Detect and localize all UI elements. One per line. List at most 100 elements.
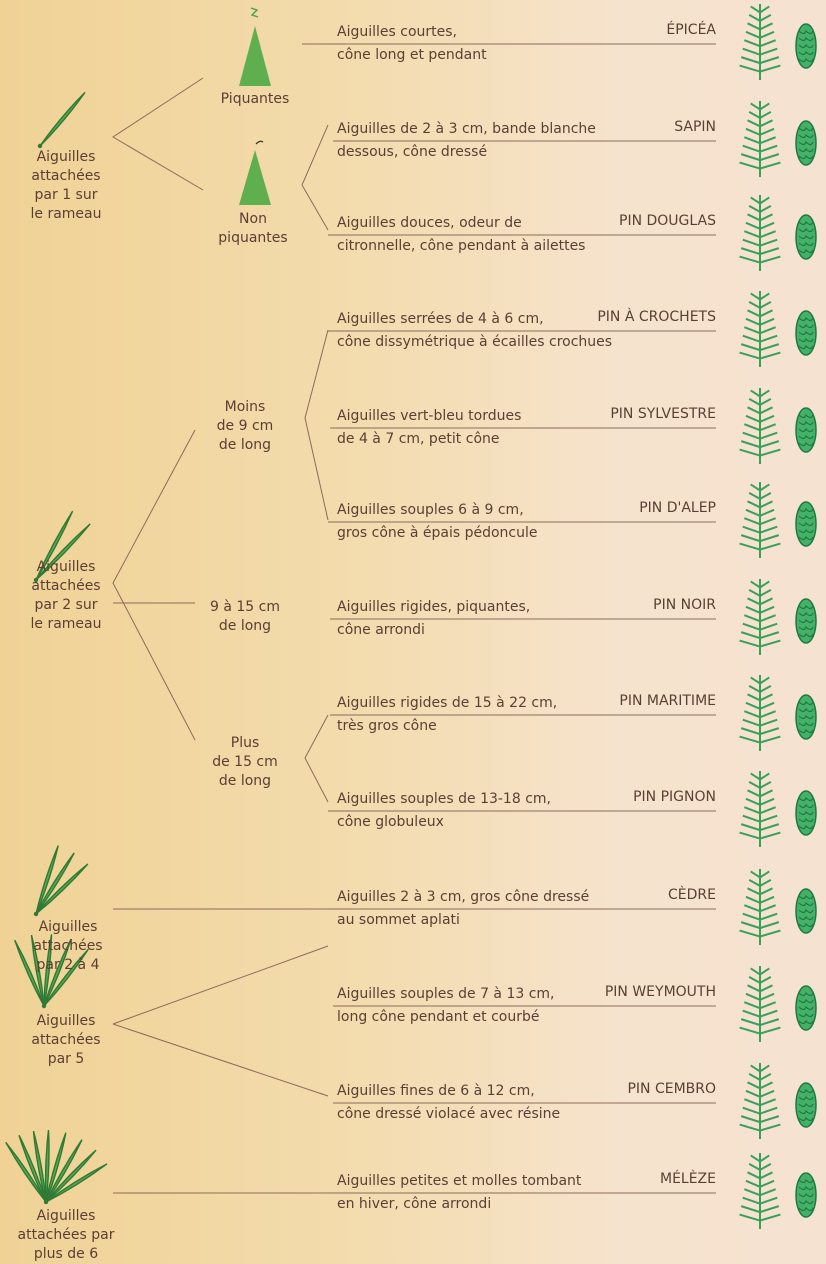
branch-twig — [742, 1009, 761, 1018]
branch-twig — [759, 1001, 777, 1010]
cone-scale — [798, 810, 814, 816]
branch-twig — [759, 976, 772, 984]
branch-twig — [759, 1089, 775, 1098]
branch-twig — [750, 5, 761, 14]
needle-blade — [39, 91, 86, 147]
needle-base — [43, 1199, 49, 1205]
branch-twig — [748, 879, 761, 887]
spike-icon — [250, 7, 259, 18]
species-name: CÈDRE — [668, 887, 716, 903]
branch-twig — [759, 605, 775, 614]
species-name: PIN MARITIME — [619, 693, 716, 709]
species-name: MÉLÈZE — [659, 1171, 716, 1187]
branch-twig — [740, 1018, 761, 1027]
branch-twig — [759, 1081, 773, 1090]
species-description-line: gros cône à épais pédoncule — [337, 525, 538, 541]
branch-twig — [759, 806, 777, 815]
fork-group1 — [112, 77, 204, 191]
needle-base — [33, 911, 39, 917]
branch-twig — [748, 205, 761, 213]
cone-icon — [795, 120, 817, 166]
branch-twig — [759, 14, 772, 22]
branch-twig — [759, 797, 775, 806]
species-name: PIN NOIR — [653, 597, 716, 613]
cone-scale — [798, 434, 814, 440]
branch-twig — [739, 255, 761, 264]
branch-twig — [748, 398, 761, 406]
branch-twig — [745, 605, 761, 614]
needle-blade — [32, 1130, 47, 1203]
branch-icon — [739, 195, 781, 271]
branch-twig — [759, 772, 770, 781]
species-name: PIN DOUGLAS — [619, 213, 716, 229]
branch-twig — [759, 912, 778, 921]
branch-twig — [759, 1188, 777, 1197]
branch-twig — [759, 343, 780, 352]
pine-tree-icon-non-piquantes — [239, 150, 271, 205]
branch-twig — [759, 255, 781, 264]
needle-blade — [18, 1134, 47, 1203]
cone-scale — [798, 1102, 814, 1108]
branch-twig — [740, 1205, 761, 1214]
needle-blade — [35, 852, 75, 915]
branch-twig — [759, 102, 770, 111]
group-label-g2-line: le rameau — [30, 616, 102, 632]
group-label-g1-line: par 1 sur — [34, 187, 98, 203]
branch-twig — [759, 292, 770, 301]
species-description-line: Aiguilles de 2 à 3 cm, bande blanche — [337, 121, 596, 137]
branch-twig — [759, 984, 773, 993]
branch-twig — [759, 1106, 778, 1115]
branch-twig — [759, 389, 770, 398]
cone-scale — [798, 721, 814, 727]
branch-icon — [739, 1063, 781, 1139]
branch-twig — [742, 718, 761, 727]
cone-scale — [798, 901, 814, 907]
branch-twig — [742, 144, 761, 153]
branch-twig — [748, 301, 761, 309]
needle-base — [41, 1003, 47, 1009]
single-needle-icon — [37, 91, 86, 149]
soft-tip-icon — [255, 140, 264, 145]
branch-twig — [759, 22, 773, 31]
cone-scale — [798, 147, 814, 153]
branch-twig — [745, 221, 761, 230]
branch-twig — [743, 230, 761, 239]
branch-twig — [747, 887, 761, 896]
species-description-line: dessous, cône dressé — [337, 144, 488, 160]
branch-twig — [742, 525, 761, 534]
cone-scale — [798, 514, 814, 520]
species-description-line: Aiguilles 2 à 3 cm, gros cône dressé — [337, 889, 590, 905]
cone-scale — [798, 1109, 814, 1115]
branch-twig — [742, 912, 761, 921]
branch-twig — [742, 238, 761, 247]
branch-twig — [759, 64, 781, 73]
needle-blade — [43, 938, 72, 1007]
branch-twig — [740, 247, 761, 256]
branch-twig — [750, 483, 761, 492]
branch-icon — [739, 771, 781, 847]
branch-twig — [747, 597, 761, 606]
cone-scale — [798, 714, 814, 720]
branch-twig — [759, 542, 781, 551]
branch-twig — [759, 589, 772, 597]
branch-twig — [743, 1098, 761, 1107]
branch-twig — [747, 1081, 761, 1090]
species-name: PIN À CROCHETS — [597, 309, 716, 325]
branch-twig — [747, 1171, 761, 1180]
species-description-line: au sommet aplati — [337, 912, 460, 928]
cone-scale — [798, 154, 814, 160]
branch-twig — [743, 39, 761, 48]
cone-scale — [798, 824, 814, 830]
branch-twig — [739, 351, 761, 360]
branch-twig — [759, 1009, 778, 1018]
branch-twig — [748, 492, 761, 500]
branch-twig — [759, 701, 775, 710]
branch-twig — [750, 389, 761, 398]
needle-base — [37, 143, 43, 149]
needle-blade — [35, 863, 89, 915]
cone-scale — [798, 894, 814, 900]
subgroup-label-piquantes: Piquantes — [207, 90, 303, 109]
